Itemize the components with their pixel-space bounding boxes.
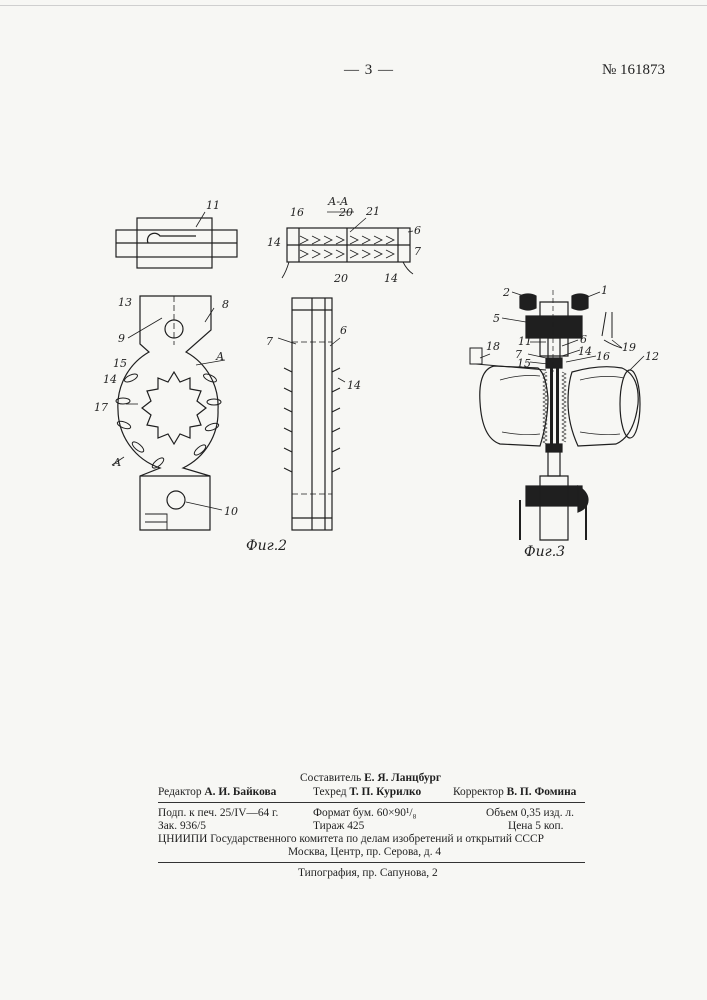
fig2-label-8: 8 (222, 298, 229, 311)
imprint-rule-top (158, 802, 585, 803)
fig3-label-5: 5 (493, 312, 500, 325)
fig3-label-15: 15 (517, 357, 531, 370)
signed-date: Подп. к печ. 25/IV—64 г. (158, 807, 278, 820)
fig2-label-6: 6 (414, 224, 421, 237)
fig2-section-aa (282, 212, 413, 278)
imprint-rule-bottom (158, 862, 585, 863)
corrector-name: В. П. Фомина (507, 786, 577, 798)
fig2-label-7b: 7 (266, 335, 273, 348)
paper-format: Формат бум. 60×90¹/₈ (313, 807, 417, 820)
fig2-label-10: 10 (224, 505, 238, 518)
fig2-label-15: 15 (113, 357, 127, 370)
section-mark-upper: А (215, 350, 224, 363)
editor-line: Редактор А. И. Байкова (158, 786, 276, 799)
fig2-label-14d: 14 (347, 379, 361, 392)
fig3-label-1: 1 (601, 284, 608, 297)
fig2-front-view (112, 296, 225, 530)
techeditor-label: Техред (313, 786, 347, 798)
fig2-label-7: 7 (414, 245, 421, 258)
price: Цена 5 коп. (508, 820, 563, 833)
techeditor-line: Техред Т. П. Курилко (313, 786, 421, 799)
fig2-label-17: 17 (94, 401, 108, 414)
fig2-label-9: 9 (118, 332, 125, 345)
fig2-side-view (278, 298, 345, 530)
technical-drawings: 11 16 20 21 6 7 14 20 14 13 8 9 15 14 17… (0, 0, 707, 700)
fig2-label-14: 14 (267, 236, 281, 249)
fig3-label-14: 14 (578, 345, 592, 358)
editor-label: Редактор (158, 786, 202, 798)
fig2-label-6b: 6 (340, 324, 347, 337)
institute-address: Москва, Центр, пр. Серова, д. 4 (288, 846, 441, 859)
fig2-label-21: 21 (365, 205, 380, 218)
fig3-label-2: 2 (502, 286, 510, 299)
institute: ЦНИИПИ Государственного комитета по дела… (158, 833, 544, 846)
fig3-label-11: 11 (518, 335, 532, 348)
fig2-top-view (116, 212, 237, 268)
section-mark-lower: А (112, 456, 121, 469)
techeditor-name: Т. П. Курилко (349, 786, 421, 798)
fig2-label-14c: 14 (103, 373, 117, 386)
circulation: Тираж 425 (313, 820, 364, 833)
compiler-line: Составитель Е. Я. Ланцбург (300, 772, 441, 785)
compiler-label: Составитель (300, 772, 361, 784)
compiler-name: Е. Я. Ланцбург (364, 772, 441, 784)
fig3-label-19: 19 (622, 341, 636, 354)
corrector-label: Корректор (453, 786, 504, 798)
fig3-caption: Фиг.3 (524, 544, 565, 560)
fig2-label-11: 11 (206, 199, 220, 212)
fig3-label-18: 18 (486, 340, 500, 353)
fig3-label-16: 16 (596, 350, 610, 363)
volume: Объем 0,35 изд. л. (486, 807, 574, 820)
printing-house: Типография, пр. Сапунова, 2 (298, 867, 438, 880)
fig2-label-20b: 20 (333, 272, 348, 285)
editor-name: А. И. Байкова (204, 786, 276, 798)
fig3-assembly (470, 290, 644, 540)
fig3-label-12: 12 (645, 350, 659, 363)
section-label: А-А (327, 195, 348, 208)
fig2-caption: Фиг.2 (246, 538, 287, 554)
fig2-label-13: 13 (118, 296, 132, 309)
order-number: Зак. 936/5 (158, 820, 206, 833)
fig2-label-14b: 14 (384, 272, 398, 285)
fig2-label-16: 16 (290, 206, 304, 219)
corrector-line: Корректор В. П. Фомина (453, 786, 576, 799)
